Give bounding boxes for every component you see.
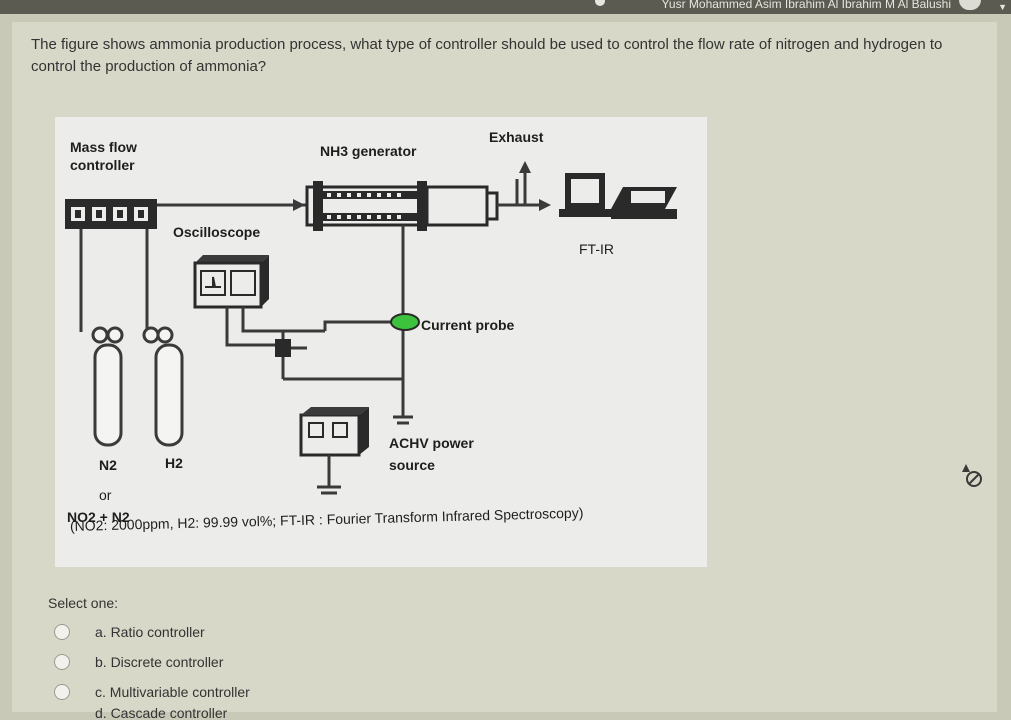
- chevron-down-icon[interactable]: ▼: [998, 2, 1007, 12]
- h2-label: H2: [165, 455, 183, 471]
- radio-a[interactable]: [54, 624, 70, 640]
- or-label: or: [99, 487, 112, 503]
- avatar[interactable]: [959, 0, 981, 10]
- no2-n2-label: NO2 + N2: [67, 509, 130, 525]
- nh3-generator-label: NH3 generator: [320, 143, 417, 159]
- option-b-label: b. Discrete controller: [95, 654, 224, 670]
- n2-cylinder: [91, 326, 124, 447]
- strike-circle-icon[interactable]: [962, 462, 984, 488]
- ftir-label: FT-IR: [579, 241, 614, 257]
- ftir-shape: [559, 173, 677, 219]
- user-name[interactable]: Yusr Mohammed Asim Ibrahim Al Ibrahim M …: [661, 0, 951, 11]
- process-diagram: [65, 161, 677, 495]
- h2-cylinder: [142, 326, 184, 447]
- oscilloscope-shape: [193, 255, 269, 309]
- option-a-label: a. Ratio controller: [95, 624, 205, 640]
- question-text: The figure shows ammonia production proc…: [31, 36, 943, 75]
- n2-label: N2: [99, 457, 117, 473]
- radio-b[interactable]: [54, 654, 70, 670]
- option-d-label: d. Cascade controller: [95, 706, 228, 720]
- option-b[interactable]: b. Discrete controller: [54, 652, 223, 672]
- achv-power-source-shape: [299, 407, 369, 495]
- capacitor-shape: [275, 339, 307, 357]
- current-probe-label: Current probe: [421, 317, 515, 333]
- nh3-generator-shape: [293, 181, 499, 231]
- exhaust-label: Exhaust: [489, 129, 544, 145]
- option-d[interactable]: d. Cascade controller: [54, 706, 227, 720]
- top-bar: Yusr Mohammed Asim Ibrahim Al Ibrahim M …: [0, 0, 1011, 14]
- select-one-prompt: Select one:: [48, 595, 119, 611]
- mass-flow-label: Mass flow: [70, 139, 137, 155]
- option-a[interactable]: a. Ratio controller: [54, 622, 205, 642]
- source-label: source: [389, 457, 435, 473]
- achv-power-label: ACHV power: [389, 435, 474, 451]
- radio-c[interactable]: [54, 684, 70, 700]
- current-probe-shape: [390, 313, 420, 331]
- oscilloscope-label: Oscilloscope: [173, 224, 261, 240]
- controller-label: controller: [70, 157, 135, 173]
- process-figure: Mass flow controller NH3 generator Exhau…: [55, 117, 707, 567]
- option-c-label: c. Multivariable controller: [95, 684, 250, 700]
- option-c[interactable]: c. Multivariable controller: [54, 682, 250, 702]
- mass-flow-controller-shape: [65, 199, 157, 229]
- bell-icon[interactable]: [595, 0, 605, 6]
